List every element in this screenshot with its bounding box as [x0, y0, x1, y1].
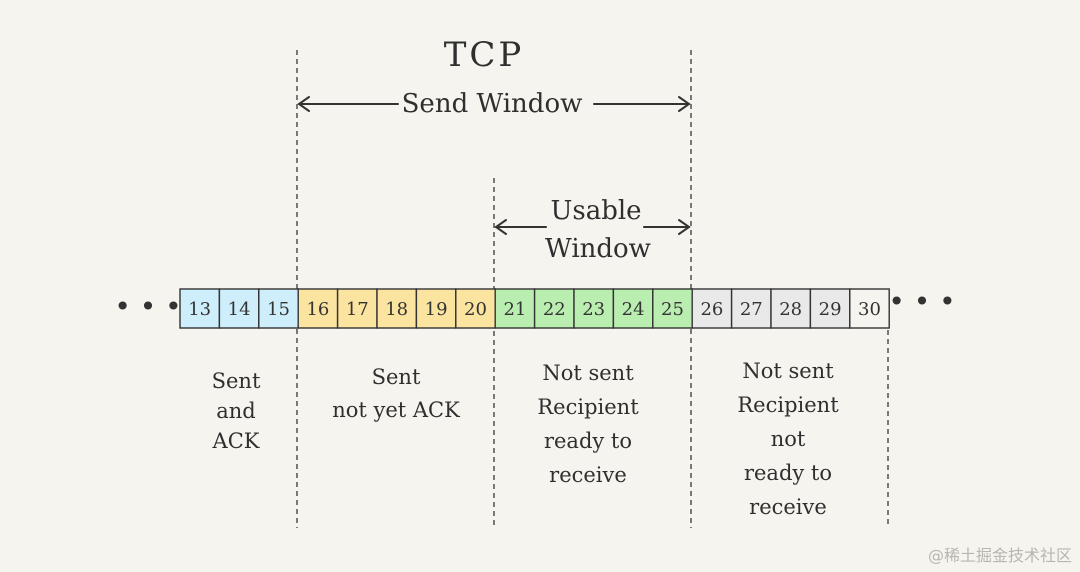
sequence-cells: 13 14 15 16 17 18 19 20 21 22 23 24 25 26 27 28 29 30: [179, 288, 890, 329]
diagram-title: TCP: [444, 35, 525, 75]
seq-cell-30: [849, 288, 890, 329]
desc-usable-line: receive: [549, 463, 627, 487]
seq-cell-number: 17: [346, 299, 369, 320]
left-ellipsis: • • •: [114, 290, 181, 323]
seq-cell-24: [612, 288, 654, 329]
seq-cell-number: 26: [700, 299, 723, 320]
seq-cell-number: 23: [582, 299, 605, 320]
seq-cell-18: [376, 288, 418, 329]
desc-sent-acked-line: Sent: [212, 369, 261, 393]
desc-usable-line: Not sent: [542, 361, 634, 385]
seq-cell-17: [336, 288, 378, 329]
seq-cell-29: [809, 288, 851, 329]
usable-window-arrow: [494, 219, 691, 235]
seq-cell-number: 15: [267, 299, 290, 320]
seq-cell-number: 13: [188, 299, 211, 320]
seq-cell-number: 24: [622, 299, 645, 320]
desc-not-ready-line: Recipient: [737, 393, 839, 417]
seq-cell-27: [730, 288, 772, 329]
seq-cell-26: [691, 288, 733, 329]
desc-sent-acked-line: ACK: [212, 429, 260, 453]
seq-cell-number: 28: [779, 299, 802, 320]
desc-not-ready-line: ready to: [744, 461, 832, 485]
watermark: @稀土掘金技术社区: [927, 546, 1072, 565]
seq-cell-number: 16: [306, 299, 329, 320]
seq-cell-23: [573, 288, 615, 329]
seq-cell-number: 30: [858, 299, 881, 320]
desc-sent-acked-line: and: [216, 399, 256, 423]
desc-usable-line: ready to: [544, 429, 632, 453]
seq-cell-number: 20: [464, 299, 487, 320]
seq-cell-number: 22: [543, 299, 566, 320]
usable-window-label-line1: Usable: [550, 196, 641, 226]
desc-not-ready-line: receive: [749, 495, 827, 519]
seq-cell-21: [494, 288, 536, 329]
desc-not-ready-line: not: [771, 427, 806, 451]
desc-sent-not-acked-line: not yet ACK: [332, 398, 460, 422]
seq-cell-28: [770, 288, 812, 329]
right-ellipsis: • • •: [888, 285, 955, 318]
seq-cell-number: 29: [819, 299, 842, 320]
seq-cell-number: 18: [385, 299, 408, 320]
send-window-arrow: [297, 96, 691, 112]
desc-not-ready-line: Not sent: [742, 359, 834, 383]
send-window-label: Send Window: [402, 89, 583, 119]
seq-cell-19: [415, 288, 457, 329]
desc-usable-line: Recipient: [537, 395, 639, 419]
seq-cell-number: 19: [425, 299, 448, 320]
usable-window-label-line2: Window: [545, 234, 651, 264]
seq-cell-16: [297, 288, 339, 329]
seq-cell-13: [179, 288, 221, 329]
desc-sent-not-acked-line: Sent: [372, 365, 421, 389]
seq-cell-14: [218, 288, 260, 329]
seq-cell-number: 21: [503, 299, 526, 320]
seq-cell-number: 27: [740, 299, 763, 320]
seq-cell-number: 14: [228, 299, 251, 320]
seq-cell-25: [652, 288, 693, 329]
seq-cell-number: 25: [661, 299, 684, 320]
